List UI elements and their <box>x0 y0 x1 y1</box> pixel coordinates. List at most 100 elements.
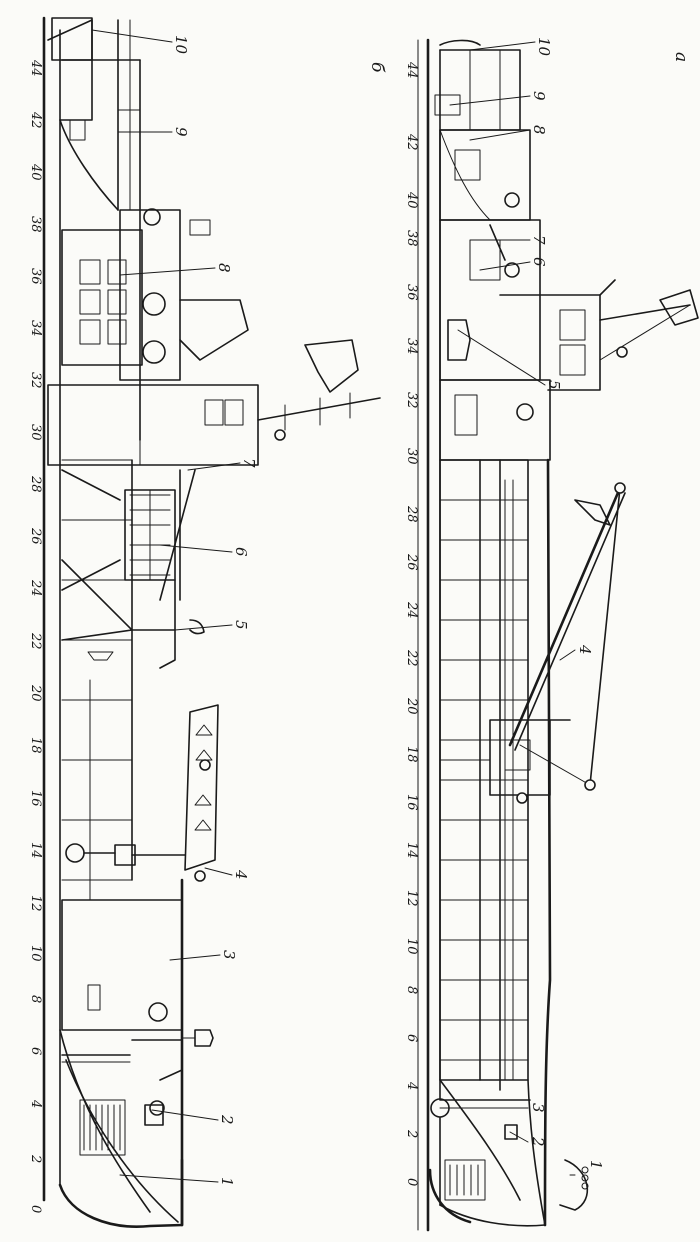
callout-b-5: 5 <box>232 620 250 630</box>
leaders-b <box>91 29 241 1183</box>
engine-porthole-1-b <box>142 292 166 316</box>
deckhouse-window-b <box>204 399 224 426</box>
bow-hatch-b <box>83 1104 121 1151</box>
engine-casing-b <box>119 209 181 381</box>
flag-b <box>304 339 359 393</box>
frame-scale-a: 0 2 4 6 8 10 12 14 16 18 20 22 24 26 28 … <box>404 61 419 1186</box>
frame-scale-b: 0 2 4 6 8 10 12 14 16 18 20 22 24 26 28 … <box>28 59 43 1213</box>
engine-room-b <box>61 229 143 366</box>
bow-curve-b <box>65 1059 179 1223</box>
leaders-a <box>439 41 576 1176</box>
callout-a-3: 3 <box>529 1103 547 1113</box>
bow-inner-a <box>439 1079 521 1201</box>
flag-a <box>659 289 699 326</box>
tick-a-26: 26 <box>404 553 419 571</box>
tick-a-4: 4 <box>404 1081 419 1090</box>
mast-spreaders-b <box>284 392 351 431</box>
tick-b-14: 14 <box>28 842 43 859</box>
callout-a-9: 9 <box>530 91 548 101</box>
vent-b <box>189 219 211 236</box>
callout-b-6: 6 <box>232 547 250 557</box>
tick-b-20: 20 <box>28 684 43 702</box>
bow-compartment-b <box>79 1099 126 1156</box>
crane-hook-b <box>189 619 205 635</box>
capstan-b <box>194 1029 214 1047</box>
callout-a-7: 7 <box>530 235 548 245</box>
callout-b-3: 3 <box>220 950 238 960</box>
bow-compartment-a <box>444 1159 486 1201</box>
crane-sheave-b <box>65 843 85 863</box>
tick-b-38: 38 <box>28 216 43 233</box>
callout-a-10: 10 <box>535 37 553 57</box>
deckhouse-b <box>47 384 259 466</box>
winch-drum-b <box>149 1100 165 1116</box>
tick-b-34: 34 <box>28 320 43 337</box>
tick-a-28: 28 <box>404 505 419 523</box>
bow-grating-a <box>449 1164 479 1196</box>
tick-a-8: 8 <box>404 986 419 994</box>
shaft-7b-b <box>159 469 196 601</box>
mast-light-a <box>616 346 628 358</box>
gantry-foot-b <box>87 651 114 661</box>
deckhouse-door-a <box>454 394 478 436</box>
bridge-a <box>499 294 601 391</box>
tick-b-24: 24 <box>28 579 43 597</box>
callout-a-1: 1 <box>587 1160 605 1170</box>
bow-winch-a <box>504 1124 518 1140</box>
callout-a-6: 6 <box>530 257 548 267</box>
bow-stem-a <box>428 1168 472 1224</box>
drawing-a: 0 2 4 6 8 10 12 14 16 18 20 22 24 26 28 … <box>404 37 699 1232</box>
crane-boom-chord-a <box>514 492 626 751</box>
tick-a-38: 38 <box>404 230 419 247</box>
stern-block-b <box>47 19 93 121</box>
tick-b-12: 12 <box>28 895 43 912</box>
tick-a-44: 44 <box>404 61 419 79</box>
callouts-a: 1 2 3 4 5 6 7 8 9 10 <box>529 37 605 1170</box>
tick-b-36: 36 <box>28 268 43 285</box>
tick-a-36: 36 <box>404 284 419 301</box>
tick-a-34: 34 <box>404 338 419 355</box>
tick-b-28: 28 <box>28 475 43 493</box>
crane-boom-truss-b <box>194 724 213 831</box>
tick-b-0: 0 <box>28 1205 43 1213</box>
tick-a-0: 0 <box>404 1178 419 1186</box>
tick-a-30: 30 <box>404 448 419 465</box>
crane-boom-4-a <box>508 486 622 747</box>
deckhouse-window2-b <box>224 399 244 426</box>
panel-letter-a: а <box>671 52 691 62</box>
crane-boom-4-b <box>184 704 219 871</box>
porthole-b <box>148 1002 168 1022</box>
engine-porthole-3-b <box>143 208 161 226</box>
gantry-5-b <box>61 559 176 641</box>
tick-b-40: 40 <box>28 163 43 181</box>
deckhouse-porthole-a <box>516 403 534 421</box>
gantry-leg-b <box>159 579 176 669</box>
tick-a-18: 18 <box>404 746 419 763</box>
engine-upper-a <box>439 129 531 221</box>
bow-stem-b <box>58 1158 184 1228</box>
crane-tie-a <box>519 744 591 786</box>
tick-b-8: 8 <box>28 995 43 1003</box>
callout-a-2: 2 <box>529 1136 547 1147</box>
engine-6-a <box>469 239 501 281</box>
tick-a-24: 24 <box>404 601 419 619</box>
tick-b-6: 6 <box>28 1047 43 1055</box>
panel-letter-b: б <box>367 62 387 73</box>
stern-fitting-b <box>69 119 86 141</box>
bridge-rail-a <box>599 279 616 296</box>
engine-porthole-a <box>504 262 520 278</box>
callout-b-7: 7 <box>240 458 258 468</box>
tick-b-30: 30 <box>28 424 43 441</box>
tick-a-6: 6 <box>404 1034 419 1042</box>
crane-base-b <box>114 844 136 866</box>
tick-b-2: 2 <box>28 1154 43 1163</box>
callout-a-8: 8 <box>530 125 548 135</box>
forecastle-b <box>131 1039 183 1081</box>
tick-a-10: 10 <box>404 938 419 955</box>
crane-tip-a <box>614 482 626 494</box>
mast-stay-a <box>599 304 691 361</box>
tick-b-18: 18 <box>28 737 43 754</box>
stern-house-a <box>439 49 521 131</box>
